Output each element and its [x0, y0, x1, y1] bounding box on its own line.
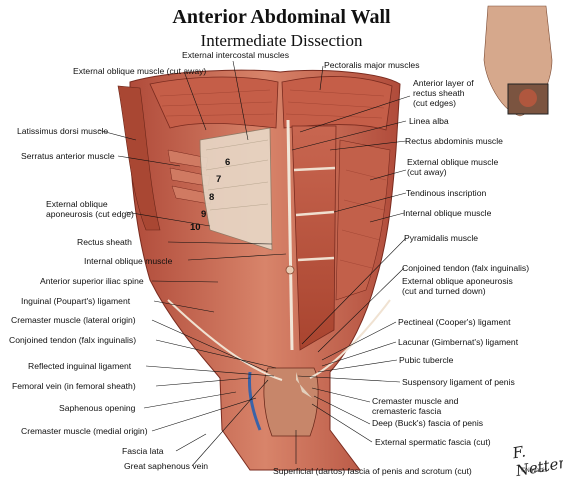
- label-rectus-abdominis: Rectus abdominis muscle: [405, 136, 503, 146]
- label-conjoined-tendon-left: Conjoined tendon (falx inguinalis): [9, 335, 137, 345]
- label-reflected-inguinal: Reflected inguinal ligament: [28, 361, 132, 371]
- label-cremaster-medial: Cremaster muscle (medial origin): [21, 426, 148, 436]
- internal-oblique-right-shape: [335, 139, 391, 301]
- label-external-spermatic-fascia: External spermatic fascia (cut): [375, 437, 491, 447]
- inset-figure: [483, 5, 553, 117]
- label-cremaster-lateral: Cremaster muscle (lateral origin): [11, 315, 136, 325]
- label-conjoined-tendon-right: Conjoined tendon (falx inguinalis): [402, 263, 530, 273]
- label-great-saphenous: Great saphenous vein: [124, 461, 209, 471]
- pectoralis-left-shape: [149, 76, 279, 129]
- label-inguinal-ligament: Inguinal (Poupart's) ligament: [21, 296, 131, 306]
- rib-number-8: 8: [209, 192, 215, 203]
- label-suspensory-ligament: Suspensory ligament of penis: [402, 377, 515, 387]
- leader-lines: [97, 60, 411, 467]
- label-linea-alba: Linea alba: [409, 116, 449, 126]
- label-fascia-lata: Fascia lata: [122, 446, 164, 456]
- label-external-intercostal: External intercostal muscles: [182, 50, 289, 60]
- label-pectineal-ligament: Pectineal (Cooper's) ligament: [398, 317, 511, 327]
- label-saphenous-opening: Saphenous opening: [59, 403, 136, 413]
- label-internal-oblique-left: Internal oblique muscle: [84, 256, 173, 266]
- label-external-oblique-cut-away-left: External oblique muscle (cut away): [73, 66, 207, 76]
- label-tendinous-inscription: Tendinous inscription: [406, 188, 487, 198]
- label-anterior-layer-rectus-sheath: Anterior layer of rectus sheath (cut edg…: [413, 78, 474, 108]
- label-cremaster-fascia: Cremaster muscle and cremasteric fascia: [372, 396, 459, 416]
- umbilicus-shape: [285, 265, 295, 275]
- label-external-oblique-aponeurosis-turned: External oblique aponeurosis (cut and tu…: [402, 276, 513, 296]
- rib-number-10: 10: [190, 222, 201, 233]
- label-rectus-sheath: Rectus sheath: [77, 237, 132, 247]
- femoral-vein-shape: [248, 371, 262, 431]
- rib-number-6: 6: [225, 157, 231, 168]
- label-superficial-fascia: Superficial (dartos) fascia of penis and…: [273, 466, 472, 476]
- label-pyramidalis: Pyramidalis muscle: [404, 233, 479, 243]
- latissimus-shape: [117, 85, 161, 231]
- label-internal-oblique-right: Internal oblique muscle: [403, 208, 492, 218]
- linea-alba-line: [286, 119, 294, 351]
- aponeurosis-left-shape: [199, 127, 273, 251]
- tendinous-inscriptions: [293, 166, 336, 262]
- label-femoral-vein: Femoral vein (in femoral sheath): [12, 381, 136, 391]
- label-pubic-tubercle: Pubic tubercle: [399, 355, 454, 365]
- label-asis: Anterior superior iliac spine: [40, 276, 144, 286]
- genital-shape: [263, 367, 319, 437]
- copyright-text: ©Novartis: [521, 468, 548, 474]
- plate-subtitle: Intermediate Dissection: [200, 31, 363, 50]
- label-external-oblique-cut-away-right: External oblique muscle (cut away): [407, 157, 499, 177]
- rib-number-9: 9: [201, 209, 207, 220]
- pectoralis-right-shape: [281, 76, 393, 131]
- label-deep-fascia-penis: Deep (Buck's) fascia of penis: [372, 418, 484, 428]
- rib-number-7: 7: [216, 174, 222, 185]
- label-pectoralis-major: Pectoralis major muscles: [324, 60, 420, 70]
- label-serratus-anterior: Serratus anterior muscle: [21, 151, 115, 161]
- label-external-oblique-aponeurosis-cut-edge: External oblique aponeurosis (cut edge): [46, 199, 134, 219]
- plate-title: Anterior Abdominal Wall: [172, 6, 391, 28]
- rectus-abdominis-shape: [291, 125, 337, 351]
- label-latissimus-dorsi: Latissimus dorsi muscle: [17, 126, 109, 136]
- serratus-shape: [167, 149, 213, 205]
- label-lacunar-ligament: Lacunar (Gimbernat's) ligament: [398, 337, 519, 347]
